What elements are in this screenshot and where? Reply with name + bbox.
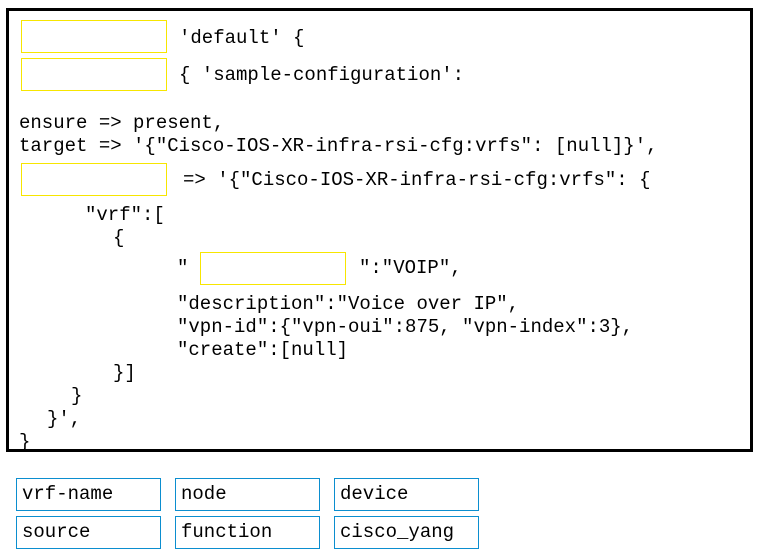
code-line-close-block: }: [19, 431, 31, 453]
drop-slot-3[interactable]: [21, 163, 167, 196]
drop-slot-2[interactable]: [21, 58, 167, 91]
code-line-description: "description":"Voice over IP",: [177, 293, 520, 315]
tile-device[interactable]: device: [334, 478, 479, 511]
code-template-panel: 'default' { { 'sample-configuration': en…: [6, 8, 753, 453]
tile-vrf-name[interactable]: vrf-name: [16, 478, 161, 511]
code-line-target: target => '{"Cisco-IOS-XR-infra-rsi-cfg:…: [19, 135, 658, 157]
code-line-name-value: ":"VOIP",: [359, 257, 462, 279]
code-line-sample-configuration: { 'sample-configuration':: [179, 64, 465, 86]
tile-function[interactable]: function: [175, 516, 320, 549]
code-line-vrf: "vrf":[: [85, 204, 165, 226]
tile-node[interactable]: node: [175, 478, 320, 511]
code-line-source-value: => '{"Cisco-IOS-XR-infra-rsi-cfg:vrfs": …: [183, 169, 651, 191]
code-line-open-brace: {: [113, 227, 125, 249]
code-line-name-quote: ": [177, 257, 189, 279]
code-line-close-brace: }: [71, 385, 83, 407]
code-line-create: "create":[null]: [177, 339, 349, 361]
tile-source[interactable]: source: [16, 516, 161, 549]
code-line-default: 'default' {: [179, 27, 305, 49]
drop-slot-1[interactable]: [21, 20, 167, 53]
drop-slot-4[interactable]: [200, 252, 346, 285]
code-line-ensure: ensure => present,: [19, 112, 225, 134]
code-line-close-json: }',: [47, 408, 82, 430]
code-line-vpn-id: "vpn-id":{"vpn-oui":875, "vpn-index":3},: [177, 316, 634, 338]
code-line-close-object-array: }]: [113, 362, 136, 384]
tile-cisco-yang[interactable]: cisco_yang: [334, 516, 479, 549]
